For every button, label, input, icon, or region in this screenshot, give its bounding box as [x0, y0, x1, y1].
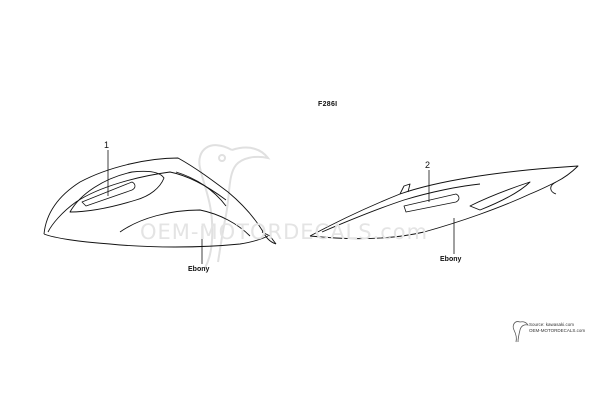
color-label-part-1: Ebony — [188, 266, 210, 273]
figure-code: F286I — [318, 101, 338, 108]
part-2-side-cover — [309, 165, 579, 240]
source-line: Source: kawasaki.com — [529, 322, 575, 327]
corner-bird-logo — [512, 321, 529, 343]
callout-number-2: 2 — [425, 160, 431, 170]
part-1-tank-cover — [43, 157, 277, 248]
source-site: OEM-MOTORDECALS.com — [529, 328, 586, 333]
bird-logo-watermark — [198, 144, 271, 269]
color-label-part-2: Ebony — [440, 256, 462, 263]
callout-number-1: 1 — [104, 140, 110, 150]
watermark-text: OEM-MOTORDECALS.com — [140, 220, 429, 244]
source-credit: Source: kawasaki.com OEM-MOTORDECALS.com — [529, 322, 585, 334]
